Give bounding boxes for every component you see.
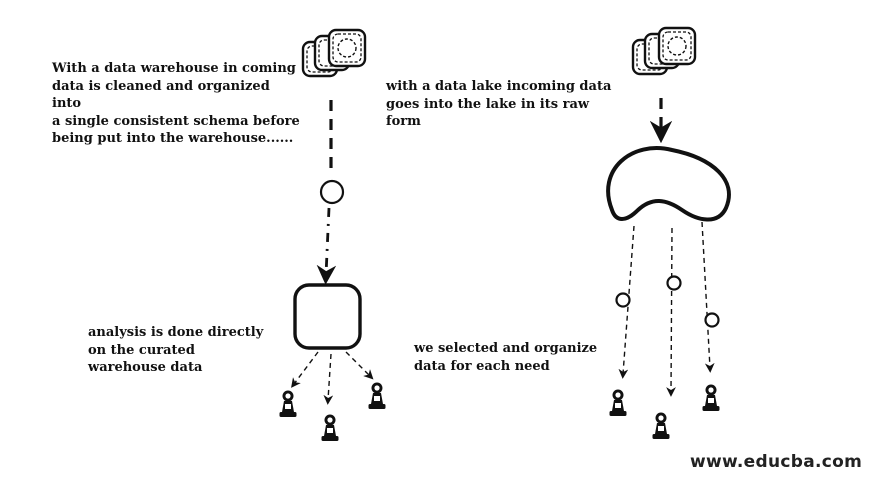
lake-organize-step-circle — [615, 292, 631, 308]
warehouse-user-pawn-icon — [279, 390, 297, 417]
warehouse-to-user-arrow-3 — [345, 351, 374, 380]
warehouse-box — [293, 283, 362, 350]
lake-organize-step-circle — [666, 275, 682, 291]
warehouse-load-arrow — [316, 207, 337, 285]
warehouse-user-pawn-icon — [321, 414, 339, 441]
warehouse-source-stack-icon — [301, 28, 367, 78]
lake-source-stack-icon — [631, 26, 697, 76]
brand-watermark: www.educba.com — [690, 452, 863, 472]
warehouse-to-user-arrow-2 — [323, 353, 334, 405]
warehouse-user-pawn-icon — [368, 382, 386, 409]
lake-to-user-arrow-2 — [666, 227, 676, 397]
lake-user-pawn-icon — [652, 412, 670, 439]
lake-organize-step-circle — [704, 312, 720, 328]
lake-incoming-description: with a data lake incoming data goes into… — [386, 79, 612, 129]
warehouse-cleaning-step-circle — [319, 179, 345, 205]
data-lake-blob — [606, 146, 731, 222]
warehouse-incoming-description: With a data warehouse in coming data is … — [52, 61, 300, 146]
lake-to-user-arrow-3 — [701, 221, 715, 373]
warehouse-analysis-description: analysis is done directly on the curated… — [88, 325, 264, 375]
lake-user-pawn-icon — [702, 384, 720, 411]
lake-user-pawn-icon — [609, 389, 627, 416]
warehouse-to-user-arrow-1 — [291, 351, 319, 388]
lake-analysis-description: we selected and organize data for each n… — [414, 341, 598, 374]
